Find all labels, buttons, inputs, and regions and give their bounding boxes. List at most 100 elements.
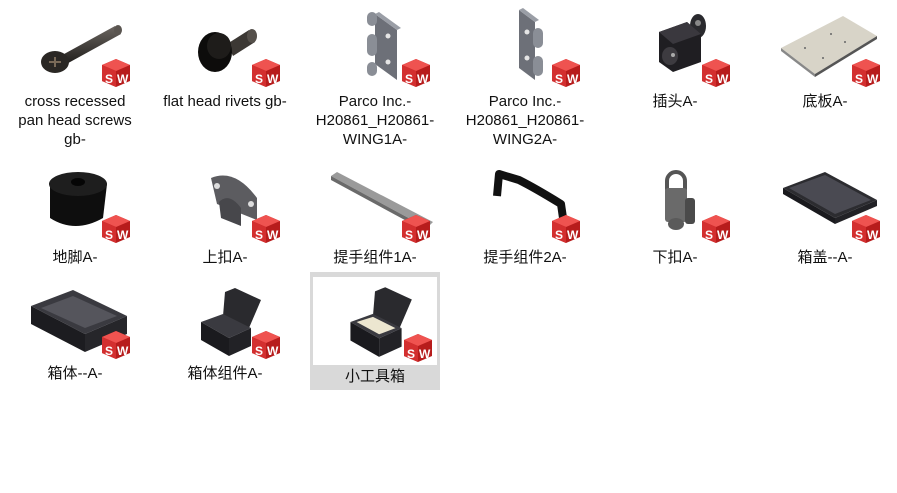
- svg-text:W: W: [267, 344, 279, 358]
- solidworks-badge-icon: S W: [102, 215, 130, 243]
- thumbnail: S W: [165, 276, 285, 362]
- file-name: Parco Inc.-H20861_H20861-WING1A-: [315, 93, 435, 148]
- svg-text:S: S: [705, 72, 713, 86]
- file-item-foot[interactable]: S W 地脚A-: [10, 160, 140, 270]
- svg-text:S: S: [255, 72, 263, 86]
- svg-text:W: W: [867, 72, 879, 86]
- file-name: 提手组件1A-: [333, 249, 417, 266]
- solidworks-badge-icon: S W: [552, 59, 580, 87]
- thumbnail: S W: [315, 4, 435, 90]
- file-name: 地脚A-: [52, 249, 98, 266]
- file-item-upper-latch[interactable]: S W 上扣A-: [160, 160, 290, 270]
- rivet-icon: [198, 29, 257, 72]
- thumbnail: S W: [615, 4, 735, 90]
- svg-text:S: S: [405, 228, 413, 242]
- svg-text:W: W: [567, 72, 579, 86]
- solidworks-badge-icon: S W: [702, 59, 730, 87]
- svg-text:S: S: [705, 228, 713, 242]
- svg-text:S: S: [105, 72, 113, 86]
- solidworks-badge-icon: S W: [252, 59, 280, 87]
- solidworks-badge-icon: S W: [402, 215, 430, 243]
- solidworks-badge-icon: S W: [852, 215, 880, 243]
- svg-text:S: S: [255, 228, 263, 242]
- file-name: 上扣A-: [202, 249, 248, 266]
- thumbnail: S W: [465, 4, 585, 90]
- handle-bar-icon: [331, 172, 433, 232]
- solidworks-badge-icon: S W: [252, 331, 280, 359]
- case-assembly-icon: [201, 288, 261, 356]
- file-item-case-assembly[interactable]: S W 箱体组件A-: [160, 276, 290, 386]
- screw-icon: [41, 25, 122, 73]
- svg-text:W: W: [567, 228, 579, 242]
- hinge-icon: [367, 12, 401, 80]
- solidworks-badge-icon: S W: [102, 331, 130, 359]
- svg-text:S: S: [555, 72, 563, 86]
- thumbnail: S W: [15, 4, 135, 90]
- file-item-plug[interactable]: S W 插头A-: [610, 4, 740, 114]
- thumbnail: S W: [765, 4, 885, 90]
- svg-text:W: W: [267, 72, 279, 86]
- svg-text:W: W: [717, 72, 729, 86]
- file-item-box-lid[interactable]: S W 箱盖--A-: [760, 160, 890, 270]
- solidworks-badge-icon: S W: [404, 334, 432, 362]
- svg-text:S: S: [255, 344, 263, 358]
- file-name: 箱体--A-: [47, 365, 103, 382]
- file-name: 插头A-: [652, 93, 698, 110]
- file-item-lower-latch[interactable]: S W 下扣A-: [610, 160, 740, 270]
- handle-grip-icon: [493, 170, 569, 233]
- svg-text:S: S: [855, 228, 863, 242]
- file-item-hinge-wing-2[interactable]: S W Parco Inc.-H20861_H20861-WING2A-: [460, 4, 590, 152]
- thumbnail: S W: [313, 277, 437, 365]
- base-plate-icon: [781, 16, 877, 77]
- file-name: 下扣A-: [652, 249, 698, 266]
- svg-text:W: W: [417, 228, 429, 242]
- file-item-hinge-wing-1[interactable]: S W Parco Inc.-H20861_H20861-WING1A-: [310, 4, 440, 152]
- thumbnail: S W: [15, 160, 135, 246]
- file-name: Parco Inc.-H20861_H20861-WING2A-: [465, 93, 585, 148]
- file-name: 箱体组件A-: [187, 365, 263, 382]
- box-lid-icon: [783, 172, 877, 224]
- file-name: 箱盖--A-: [797, 249, 853, 266]
- solidworks-badge-icon: S W: [852, 59, 880, 87]
- solidworks-badge-icon: S W: [102, 59, 130, 87]
- svg-text:W: W: [117, 344, 129, 358]
- svg-text:S: S: [855, 72, 863, 86]
- svg-text:S: S: [555, 228, 563, 242]
- svg-text:S: S: [105, 228, 113, 242]
- thumbnail: S W: [165, 160, 285, 246]
- file-item-base-plate[interactable]: S W 底板A-: [760, 4, 890, 114]
- lower-latch-icon: [665, 170, 695, 230]
- plug-block-icon: [659, 14, 706, 72]
- svg-text:S: S: [105, 344, 113, 358]
- thumbnail: S W: [465, 160, 585, 246]
- svg-text:W: W: [117, 72, 129, 86]
- svg-text:W: W: [867, 228, 879, 242]
- svg-text:W: W: [717, 228, 729, 242]
- solidworks-badge-icon: S W: [552, 215, 580, 243]
- file-item-rivet[interactable]: S W flat head rivets gb-: [160, 4, 290, 114]
- thumbnail: S W: [15, 276, 135, 362]
- file-item-handle-bar[interactable]: S W 提手组件1A-: [310, 160, 440, 270]
- thumbnail: S W: [315, 160, 435, 246]
- solidworks-badge-icon: S W: [252, 215, 280, 243]
- file-item-handle-grip[interactable]: S W 提手组件2A-: [460, 160, 590, 270]
- file-name: cross recessed pan head screws gb-: [18, 93, 132, 148]
- file-item-box-body[interactable]: S W 箱体--A-: [10, 276, 140, 386]
- upper-latch-icon: [211, 175, 257, 226]
- solidworks-badge-icon: S W: [702, 215, 730, 243]
- solidworks-badge-icon: S W: [402, 59, 430, 87]
- file-item-toolbox[interactable]: S W 小工具箱: [310, 272, 440, 390]
- file-name: 提手组件2A-: [483, 249, 567, 266]
- svg-text:S: S: [407, 347, 415, 361]
- svg-text:W: W: [417, 72, 429, 86]
- file-name: 小工具箱: [344, 368, 405, 385]
- svg-text:W: W: [117, 228, 129, 242]
- file-name: 底板A-: [802, 93, 848, 110]
- box-body-icon: [31, 290, 127, 352]
- foot-icon: [49, 172, 107, 226]
- thumbnail: S W: [615, 160, 735, 246]
- hinge-icon: [519, 8, 543, 80]
- svg-text:S: S: [405, 72, 413, 86]
- svg-text:W: W: [267, 228, 279, 242]
- file-item-screw[interactable]: S W cross recessed pan head screws gb-: [10, 4, 140, 152]
